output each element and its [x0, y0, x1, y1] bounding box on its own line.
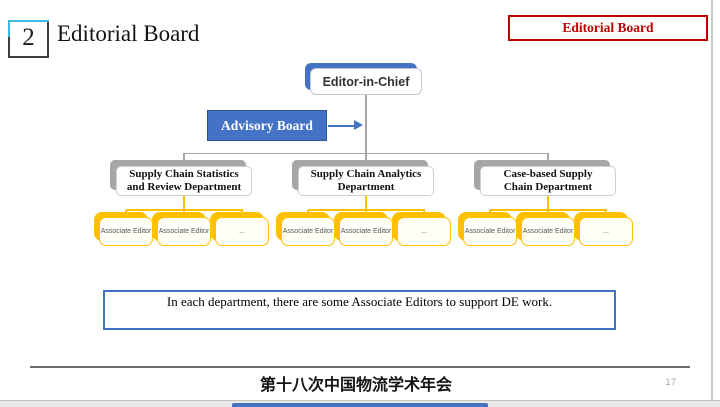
department-node-analytics: Supply Chain Analytics Department	[292, 160, 434, 196]
page-title: Editorial Board	[57, 21, 200, 46]
connector-dept1-stub	[183, 152, 185, 164]
node-label: Associate Editor	[99, 217, 153, 246]
editor-in-chief-node: Editor-in-Chief	[305, 63, 422, 95]
scrollbar-thumb[interactable]	[232, 403, 488, 407]
associate-editor-node: Associate Editor	[516, 212, 575, 246]
associate-editor-node: Associate Editor	[276, 212, 335, 246]
slide-number: 2	[22, 24, 35, 51]
footer-title: 第十八次中国物流学术年会	[259, 377, 452, 394]
department-node-statistics: Supply Chain Statistics and Review Depar…	[110, 160, 252, 196]
connector-root-vertical	[365, 95, 367, 162]
department-node-case-based: Case-based Supply Chain Department	[474, 160, 616, 196]
node-label: ...	[215, 217, 269, 246]
footer-divider	[30, 366, 690, 368]
node-label: Associate Editor	[339, 217, 393, 246]
node-label: ...	[397, 217, 451, 246]
node-label: Associate Editor	[157, 217, 211, 246]
slide-number-box: 2	[8, 20, 49, 58]
connector-d1-down	[183, 196, 185, 210]
department-label: Supply Chain Statistics and Review Depar…	[126, 168, 242, 193]
connector-dept3-stub	[547, 152, 549, 164]
header-badge: Editorial Board	[508, 15, 708, 41]
node-label: ...	[579, 217, 633, 246]
node-label: Associate Editor	[281, 217, 335, 246]
associate-editor-node: Associate Editor	[152, 212, 211, 246]
cyan-corner-top	[8, 20, 49, 22]
advisory-arrow-line	[328, 124, 355, 127]
connector-d3-horizontal	[490, 209, 607, 211]
connector-d2-horizontal	[308, 209, 425, 211]
cyan-corner-left	[8, 20, 10, 37]
ellipsis-node: ...	[574, 212, 633, 246]
department-label: Supply Chain Analytics Department	[310, 168, 422, 193]
bottom-strip	[0, 400, 720, 407]
note-box: In each department, there are some Assoc…	[103, 290, 616, 330]
associate-editor-node: Associate Editor	[458, 212, 517, 246]
page-number: 17	[665, 377, 676, 388]
slide-right-border	[711, 0, 713, 400]
advisory-arrow-head	[354, 120, 363, 130]
connector-d3-down	[547, 196, 549, 210]
connector-d2-down	[365, 196, 367, 210]
associate-editor-node: Associate Editor	[94, 212, 153, 246]
connector-root-horizontal	[184, 152, 548, 154]
node-label: Associate Editor	[463, 217, 517, 246]
ellipsis-node: ...	[210, 212, 269, 246]
associate-editor-node: Associate Editor	[334, 212, 393, 246]
connector-d1-horizontal	[126, 209, 243, 211]
department-label: Case-based Supply Chain Department	[503, 168, 593, 193]
node-label: Editor-in-Chief	[310, 68, 422, 95]
node-label: Associate Editor	[521, 217, 575, 246]
advisory-board-node: Advisory Board	[207, 110, 327, 141]
ellipsis-node: ...	[392, 212, 451, 246]
